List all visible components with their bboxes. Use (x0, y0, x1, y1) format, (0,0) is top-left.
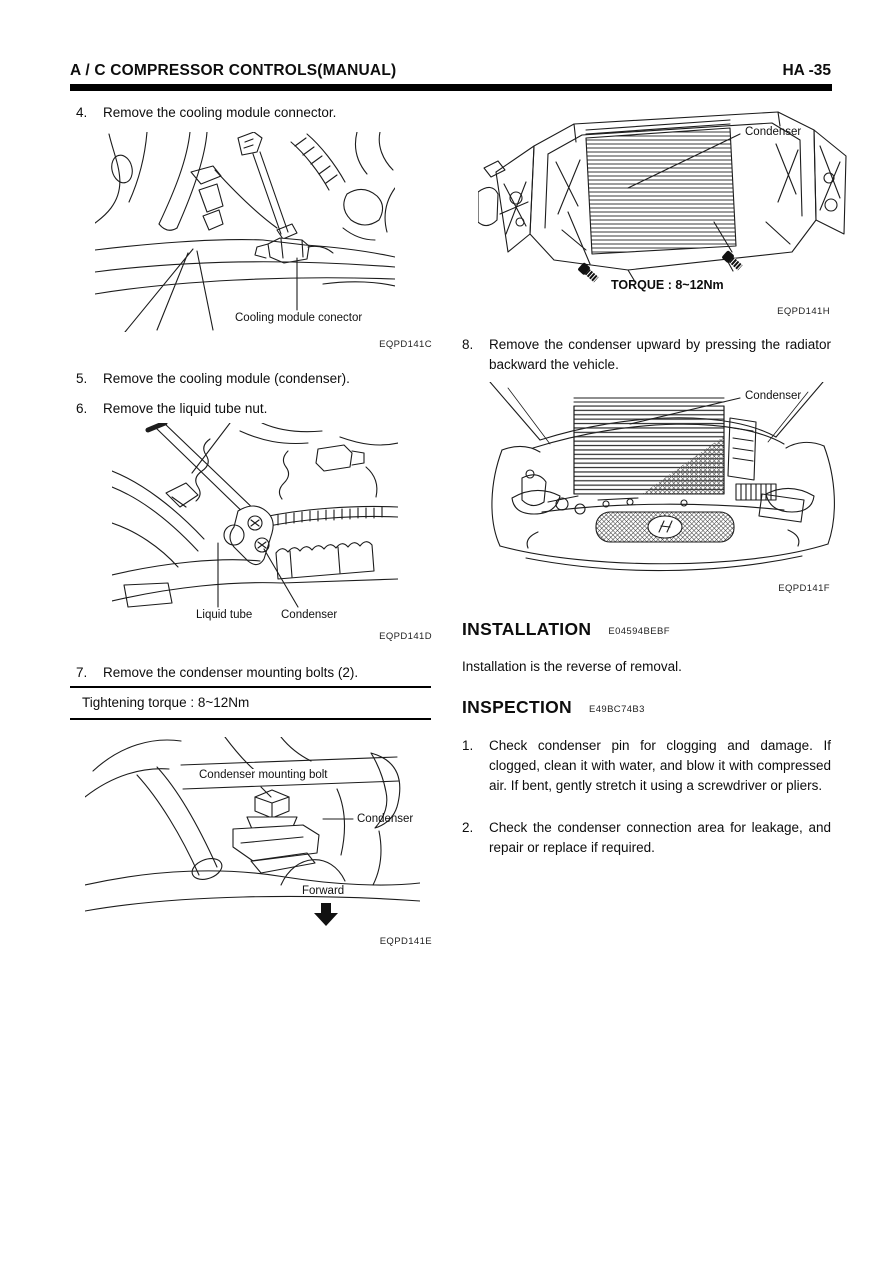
item-number: 2. (462, 820, 474, 835)
step-number: 5. (76, 371, 88, 386)
figure-mounting-bolt-illustration: Condenser mounting bolt Condenser Forwar… (85, 737, 420, 927)
vehicle-front-line-art (478, 382, 848, 576)
installation-section-heading: INSTALLATION E04594BEBF (462, 619, 670, 640)
section-code: E04594BEBF (608, 626, 670, 637)
inspection-item-2: 2. Check the condenser connection area f… (462, 818, 831, 858)
caption-leader-line (568, 212, 590, 264)
step-number: 8. (462, 337, 474, 352)
engine-bay-line-art (95, 132, 395, 332)
page-number: HA -35 (782, 62, 831, 79)
step-text: Remove the cooling module connector. (103, 105, 337, 120)
step-number: 6. (76, 401, 88, 416)
figure-label-condenser: Condenser (281, 609, 338, 621)
caption-leader-line (630, 398, 740, 424)
step-item-7: 7. Remove the condenser mounting bolts (… (76, 663, 432, 683)
forward-arrow-icon (314, 903, 338, 926)
figure-code: EQPD141C (379, 339, 432, 350)
section-code: E49BC74B3 (588, 704, 645, 715)
section-title: INSPECTION (462, 697, 572, 717)
radiator-frame-line-art (478, 102, 848, 283)
figure-caption: Cooling module conector (235, 312, 363, 324)
figure-torque-label: TORQUE : 8~12Nm (611, 278, 724, 292)
item-text: Check the condenser connection area for … (489, 820, 831, 855)
step-number: 7. (76, 665, 88, 680)
figure-condenser-removal-illustration: Condenser (478, 382, 848, 576)
step-item-4: 4. Remove the cooling module connector. (76, 103, 432, 123)
figure-code: EQPD141H (777, 306, 830, 317)
step-text: Remove the liquid tube nut. (103, 401, 268, 416)
step-number: 4. (76, 105, 88, 120)
caption-leader-line (628, 134, 740, 188)
liquid-tube-line-art (112, 423, 398, 625)
bolt-icon (722, 250, 743, 271)
inspection-item-1: 1. Check condenser pin for clogging and … (462, 736, 831, 796)
step-item-6: 6. Remove the liquid tube nut. (76, 399, 432, 419)
page-title: A / C COMPRESSOR CONTROLS(MANUAL) (70, 62, 397, 79)
figure-code: EQPD141F (778, 583, 830, 594)
figure-label-liquid-tube: Liquid tube (196, 609, 253, 621)
step-item-5: 5. Remove the cooling module (condenser)… (76, 369, 432, 389)
caption-leader-line (714, 222, 732, 252)
step-text: Remove the cooling module (condenser). (103, 371, 350, 386)
figure-label-condenser: Condenser (745, 390, 802, 402)
figure-code: EQPD141D (379, 631, 432, 642)
header-rule (70, 84, 832, 91)
caption-leader-line (261, 787, 271, 797)
bolt-icon (578, 262, 599, 283)
caption-leader-line (264, 549, 298, 607)
figure-code: EQPD141E (379, 936, 432, 947)
step-text: Remove the condenser mounting bolts (2). (103, 665, 359, 680)
hyundai-logo-icon (648, 516, 682, 538)
step-item-8: 8. Remove the condenser upward by pressi… (462, 335, 831, 375)
section-title: INSTALLATION (462, 619, 592, 639)
figure-liquid-tube-illustration: Liquid tube Condenser (112, 423, 398, 625)
mounting-bolt-line-art (85, 737, 420, 926)
inspection-section-heading: INSPECTION E49BC74B3 (462, 697, 645, 718)
item-number: 1. (462, 738, 474, 753)
torque-spec-box: Tightening torque : 8~12Nm (70, 686, 431, 720)
figure-label-condenser: Condenser (357, 813, 414, 825)
figure-label-forward: Forward (302, 885, 345, 897)
installation-body: Installation is the reverse of removal. (462, 659, 682, 674)
figure-label-condenser: Condenser (745, 126, 802, 138)
step-text: Remove the condenser upward by pressing … (489, 337, 831, 372)
figure-condenser-frame-illustration: Condenser TORQUE : 8~12Nm (478, 102, 848, 300)
figure-cooling-module-connector-illustration: Cooling module conector (95, 132, 395, 332)
item-text: Check condenser pin for clogging and dam… (489, 738, 831, 793)
figure-label-mounting-bolt: Condenser mounting bolt (197, 769, 330, 782)
